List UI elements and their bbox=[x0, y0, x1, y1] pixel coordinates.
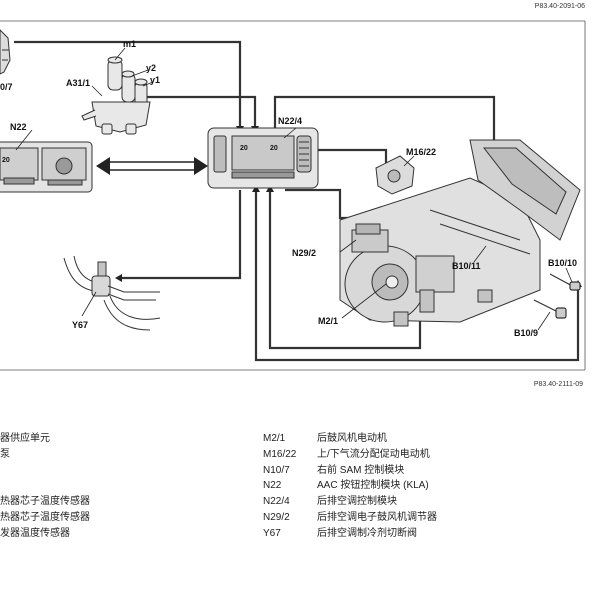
label-b10-10: B10/10 bbox=[548, 258, 577, 268]
legend-row: Y67 后排空调制冷剂切断阀 bbox=[263, 526, 437, 542]
label-y2: y2 bbox=[146, 63, 156, 73]
legend-desc: 泵 bbox=[0, 448, 10, 460]
a31-1-valve-unit bbox=[81, 56, 151, 135]
label-y67: Y67 bbox=[72, 320, 88, 330]
legend-code: N10/7 bbox=[263, 464, 290, 476]
legend-desc: 热器芯子温度传感器 bbox=[0, 511, 90, 523]
wiring-diagram: 20 20 20 m1 y2 y1 A31/1 0/7 N22 N22/4 M1… bbox=[0, 20, 586, 371]
legend-desc: 右前 SAM 控制模块 bbox=[317, 464, 405, 476]
label-n29-2: N29/2 bbox=[292, 248, 316, 258]
legend-left-column: 器供应单元 泵 热器芯子温度传感器 热器芯子温度传感器 发器温度传感器 bbox=[0, 431, 90, 542]
b10-10-sensor bbox=[549, 273, 581, 291]
legend-code: M16/22 bbox=[263, 448, 297, 460]
legend-row: 热器芯子温度传感器 bbox=[0, 494, 90, 510]
legend-row: N22/4 后排空调控制模块 bbox=[263, 494, 437, 510]
legend-row: N10/7 右前 SAM 控制模块 bbox=[263, 463, 437, 479]
leader-lines bbox=[15, 127, 573, 331]
legend-desc: AAC 按钮控制模块 (KLA) bbox=[317, 480, 429, 492]
legend-desc: 热器芯子温度传感器 bbox=[0, 496, 90, 508]
legend-row: N22 AAC 按钮控制模块 (KLA) bbox=[263, 478, 437, 494]
label-n22-4: N22/4 bbox=[278, 116, 302, 126]
legend-desc: 发器温度传感器 bbox=[0, 527, 70, 539]
n22-4-display-temp-right: 20 bbox=[270, 145, 278, 152]
legend-desc: 后排空调控制模块 bbox=[317, 496, 397, 508]
legend-desc: 后排空调制冷剂切断阀 bbox=[317, 527, 417, 539]
n10-7-module bbox=[0, 29, 11, 75]
label-n10-7-partial: 0/7 bbox=[0, 82, 13, 92]
wire-n22-4-to-b10-9 bbox=[254, 190, 580, 362]
legend-code: M2/1 bbox=[263, 433, 286, 444]
legend-row: 热器芯子温度传感器 bbox=[0, 510, 90, 526]
legend-row: 发器温度传感器 bbox=[0, 526, 90, 542]
legend-right-column: M2/1 后鼓风机电动机 M16/22 上/下气流分配促动电动机 N10/7 右前 S… bbox=[263, 431, 437, 542]
label-n22: N22 bbox=[10, 122, 27, 132]
b10-9-sensor bbox=[533, 299, 567, 319]
legend-row: M16/22 上/下气流分配促动电动机 bbox=[263, 447, 437, 463]
figure-ref-bottom: P83.40-2111-09 bbox=[533, 381, 583, 388]
legend-desc: 后鼓风机电动机 bbox=[317, 433, 387, 444]
label-m16-22: M16/22 bbox=[406, 147, 436, 157]
wire-n22-4-to-m16-22 bbox=[318, 148, 388, 170]
legend-row bbox=[0, 463, 90, 479]
double-arrow-can bbox=[96, 157, 208, 175]
label-m2-1: M2/1 bbox=[318, 316, 338, 326]
legend-row: 器供应单元 bbox=[0, 431, 90, 447]
legend-row: M2/1 后鼓风机电动机 bbox=[263, 431, 437, 447]
legend-desc: 器供应单元 bbox=[0, 433, 50, 444]
legend-code: N22/4 bbox=[263, 496, 290, 508]
legend-code: Y67 bbox=[263, 527, 281, 539]
label-b10-9: B10/9 bbox=[514, 328, 538, 338]
label-m1: m1 bbox=[123, 39, 136, 49]
label-y1: y1 bbox=[150, 75, 160, 85]
n22-4-display-temp-left: 20 bbox=[240, 145, 248, 152]
legend-code: N29/2 bbox=[263, 511, 290, 523]
y67-valve bbox=[63, 255, 161, 331]
n22-control-panel bbox=[0, 141, 93, 193]
rear-hvac-unit bbox=[339, 139, 581, 327]
legend-row: N29/2 后排空调电子鼓风机调节器 bbox=[263, 510, 437, 526]
wire-n10-to-n22-4 bbox=[14, 40, 242, 128]
label-b10-11: B10/11 bbox=[452, 261, 481, 271]
legend-row: 泵 bbox=[0, 447, 90, 463]
legend-desc: 上/下气流分配促动电动机 bbox=[317, 448, 430, 460]
n22-4-control-module bbox=[207, 127, 319, 189]
legend-row bbox=[0, 478, 90, 494]
wire-n22-4-to-m2-1 bbox=[268, 190, 422, 350]
wire-n22-4-to-n29-2 bbox=[285, 188, 362, 220]
legend-code: N22 bbox=[263, 480, 282, 492]
wire-a31-to-n22-4 bbox=[146, 95, 257, 128]
figure-ref-top: P83.40-2091-06 bbox=[534, 3, 585, 10]
n22-display-temp: 20 bbox=[2, 157, 10, 164]
wire-n22-4-to-y67 bbox=[120, 190, 242, 280]
legend-desc: 后排空调电子鼓风机调节器 bbox=[317, 511, 437, 523]
label-a31-1: A31/1 bbox=[66, 78, 90, 88]
